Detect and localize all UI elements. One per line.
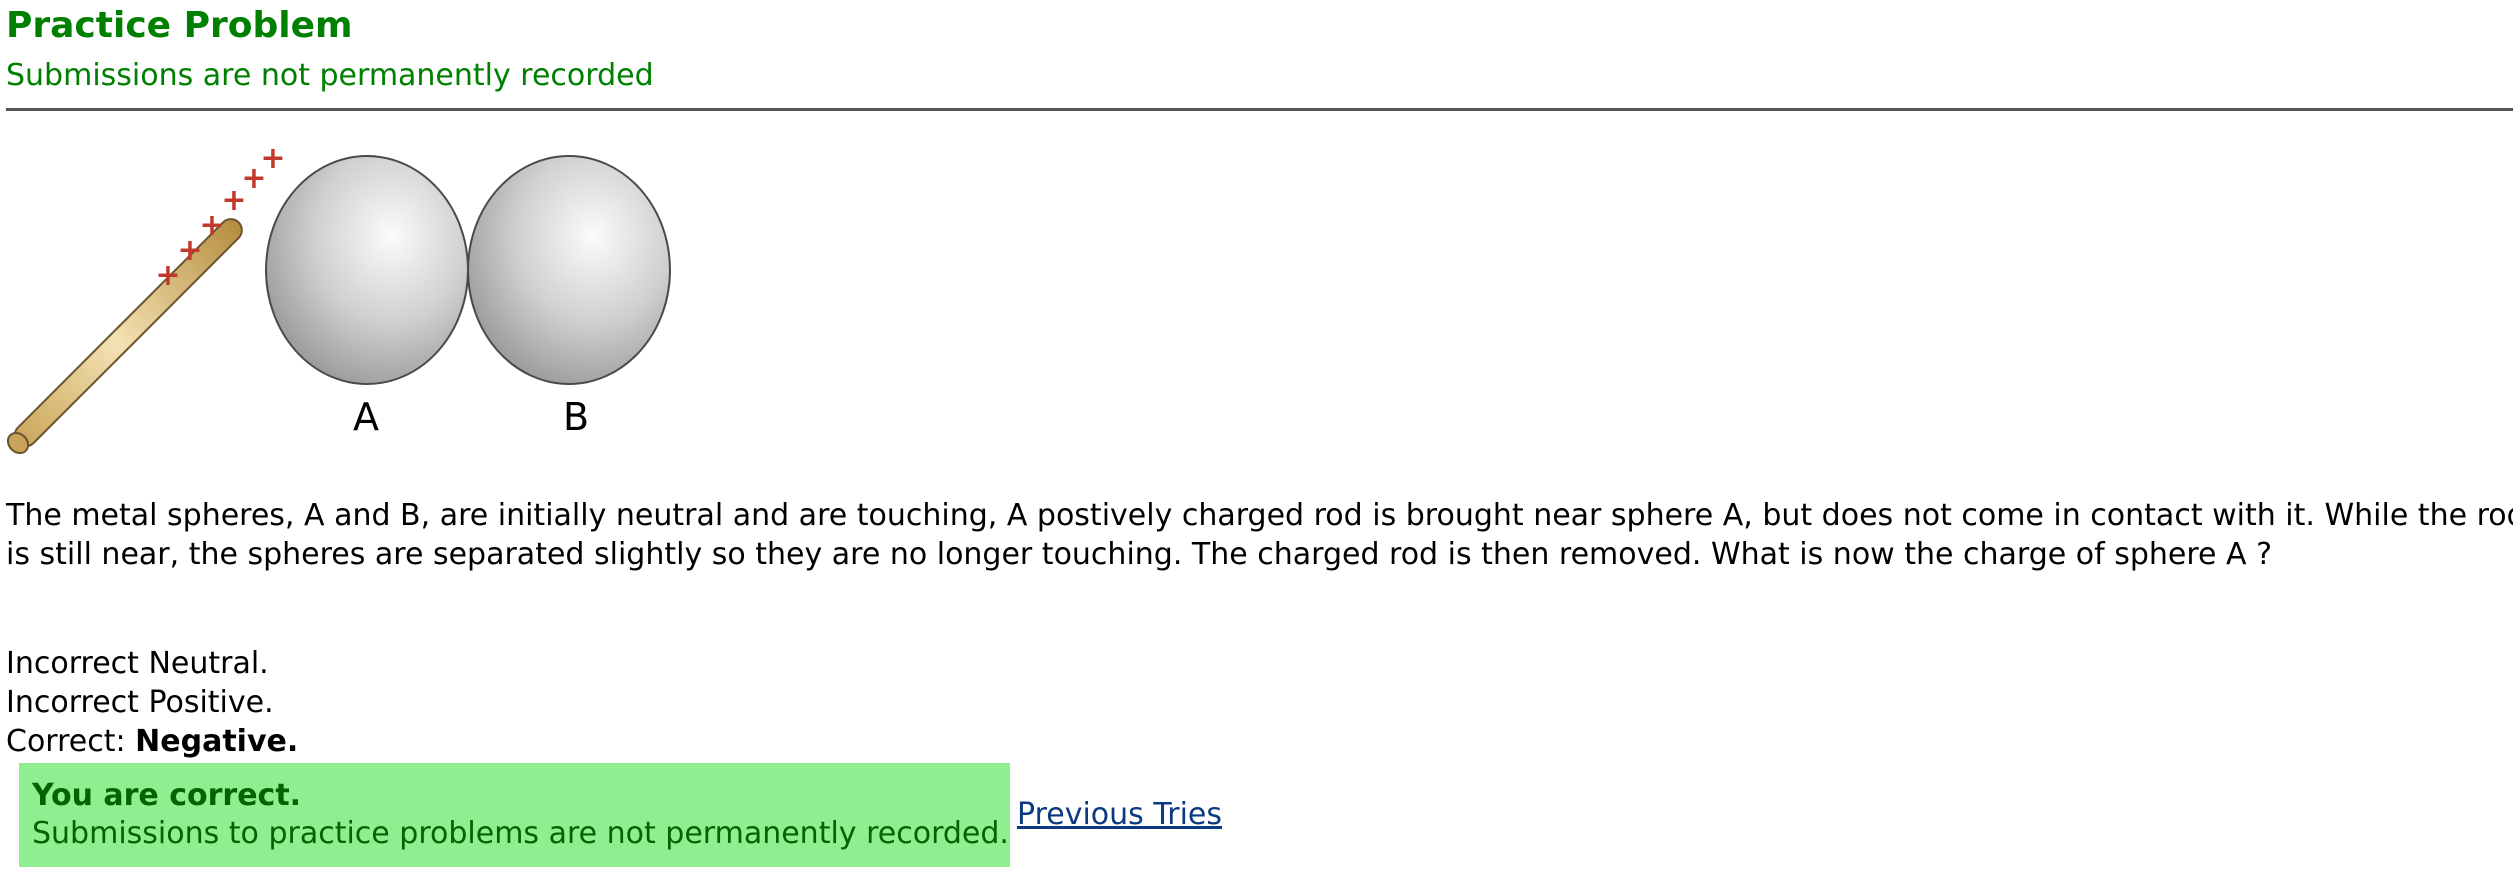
previous-tries-link[interactable]: Previous Tries: [1017, 797, 1222, 832]
answer-text: Neutral.: [148, 646, 269, 681]
answer-item-correct: Correct: Negative.: [6, 722, 298, 761]
page-title: Practice Problem: [6, 5, 353, 46]
sphere-a-label: A: [353, 395, 379, 439]
question-line-1: The metal spheres, A and B, are initiall…: [6, 498, 2513, 533]
charge-plus-1: +: [155, 258, 180, 293]
header-divider: [6, 108, 2513, 111]
question-text: The metal spheres, A and B, are initiall…: [6, 496, 2513, 574]
charged-rod: [6, 218, 243, 455]
feedback-box: You are correct. Submissions to practice…: [19, 763, 1010, 867]
sphere-a: [265, 155, 469, 385]
charge-plus-4: +: [221, 183, 246, 218]
rod-charges: + + + + + +: [155, 141, 285, 293]
problem-figure: + + + + + + A B: [6, 141, 671, 455]
page-subtitle: Submissions are not permanently recorded: [6, 58, 654, 93]
answer-item: Incorrect Positive.: [6, 683, 298, 722]
charge-plus-5: +: [241, 161, 266, 196]
answer-text: Positive.: [148, 685, 274, 720]
answer-status: Incorrect: [6, 646, 139, 681]
feedback-message: Submissions to practice problems are not…: [32, 816, 1009, 851]
answer-status: Incorrect: [6, 685, 139, 720]
charge-plus-6: +: [260, 141, 285, 176]
charge-plus-2: +: [177, 233, 202, 268]
charge-plus-3: +: [199, 208, 224, 243]
sphere-b-label: B: [563, 395, 589, 439]
answer-status: Correct:: [6, 724, 126, 759]
feedback-title: You are correct.: [32, 778, 302, 813]
answer-item: Incorrect Neutral.: [6, 644, 298, 683]
question-line-2: is still near, the spheres are separated…: [6, 537, 2272, 572]
answer-text: Negative.: [135, 724, 299, 759]
answer-list: Incorrect Neutral. Incorrect Positive. C…: [6, 644, 298, 761]
sphere-b: [467, 155, 671, 385]
